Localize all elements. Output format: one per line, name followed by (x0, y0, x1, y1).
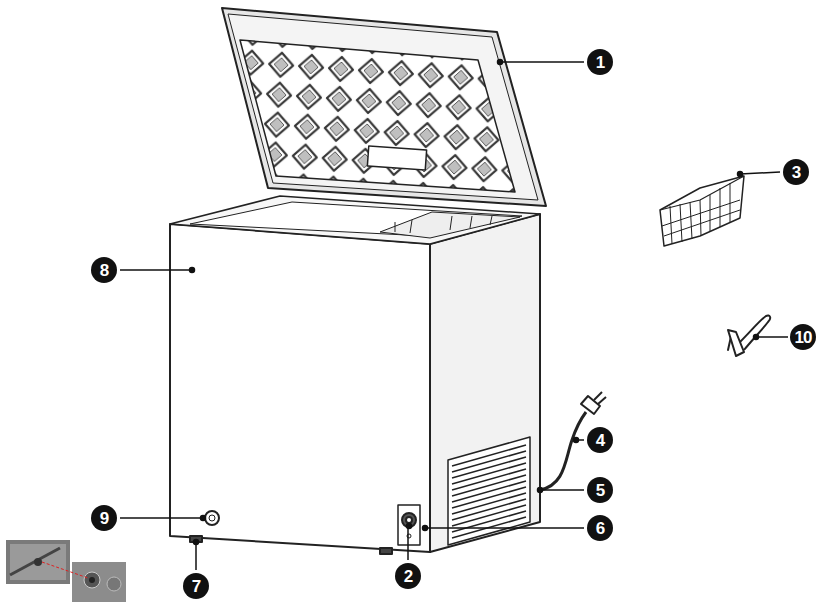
callout-circle: 3 (783, 159, 809, 185)
callout-circle: 1 (587, 49, 613, 75)
callout-number: 4 (596, 432, 604, 449)
callout-circle: 7 (183, 573, 209, 599)
callout-circle: 6 (587, 515, 613, 541)
callout-circle: 2 (395, 563, 421, 589)
callout-number: 3 (792, 164, 800, 181)
callout-circle: 8 (91, 257, 117, 283)
callout-number: 6 (596, 520, 604, 537)
callout-number: 1 (596, 54, 604, 71)
callout-circle: 9 (91, 505, 117, 531)
callout-circle: 10 (790, 324, 816, 350)
callout-number: 9 (100, 510, 108, 527)
callout-number: 5 (596, 482, 604, 499)
callout-number: 10 (795, 329, 812, 346)
callout-number: 2 (404, 568, 412, 585)
callout-number: 8 (100, 262, 108, 279)
callout-circle: 4 (587, 427, 613, 453)
callout-number: 7 (192, 578, 200, 595)
callout-circle: 5 (587, 477, 613, 503)
